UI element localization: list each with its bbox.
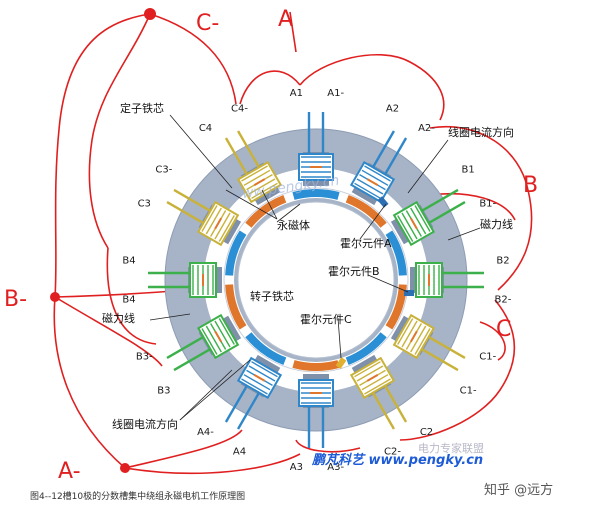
terminal-label: A4 [233, 447, 246, 458]
terminal-label: C3- [155, 164, 172, 175]
permanent-magnets [225, 189, 407, 371]
magnet-pole [245, 332, 287, 365]
magnet-pole [345, 195, 387, 228]
coil-lead [428, 201, 466, 225]
terminal-label: A4- [197, 427, 214, 438]
terminal-label: C2 [420, 427, 433, 438]
coil-lead [371, 130, 395, 168]
coil [392, 313, 435, 360]
label-hall-a: 霍尔元件A [340, 237, 392, 250]
coil-lead [384, 385, 408, 423]
coil-lead [421, 188, 459, 212]
coil-lead [173, 188, 211, 212]
terminal-label: B1- [479, 199, 496, 210]
hall-sensor-b [404, 290, 414, 296]
hand-label-a-minus: A- [58, 459, 81, 484]
coil-lead [237, 130, 261, 168]
magnet-pole [292, 360, 340, 371]
label-hall-c: 霍尔元件C [300, 313, 352, 326]
label-stator-core: 定子铁芯 [120, 101, 164, 115]
coil-lead [421, 348, 459, 372]
coil-lead [224, 385, 248, 423]
figure-caption: 图4--12槽10极的分数槽集中绕组永磁电机工作原理图 [30, 490, 245, 502]
magnet-pole [345, 332, 387, 365]
coil-lead [166, 335, 204, 359]
terminal-label: C2- [384, 447, 401, 458]
magnet-pole [385, 230, 407, 276]
coil [298, 379, 334, 407]
rotor [223, 187, 409, 373]
terminal-label: B3- [136, 351, 153, 362]
label-permanent-magnet: 永磁体 [277, 218, 310, 232]
coil [236, 356, 283, 399]
terminal-label: B4 [122, 255, 135, 266]
coil-lead [384, 137, 408, 175]
magnet-pole [225, 230, 247, 276]
label-coil-current-dir-bottom: 线圈电流方向 [112, 417, 178, 431]
magnet-pole [292, 189, 340, 200]
hand-label-a-top: A [278, 7, 293, 32]
coil [197, 200, 240, 247]
terminal-label: B3 [157, 386, 170, 397]
label-rotor-core: 转子铁芯 [250, 289, 294, 303]
hand-drawn-wiring [53, 11, 533, 475]
coil-lead [371, 392, 395, 430]
terminal-label: A1- [327, 88, 344, 99]
terminal-leads [148, 112, 484, 448]
coil-lead [173, 348, 211, 372]
hand-label-c-minus: C- [196, 11, 219, 36]
terminal-label: A2 [386, 103, 399, 114]
terminal-label: A3- [327, 462, 344, 473]
terminal-label: A3 [290, 462, 303, 473]
coil [298, 153, 334, 181]
hand-label-b-right: B [523, 173, 538, 198]
terminal-label: A1 [290, 88, 303, 99]
zhihu-watermark: 知乎 @远方 [484, 482, 553, 498]
label-magnetic-line-right: 磁力线 [480, 217, 513, 231]
alliance-watermark: 电力专家联盟 [418, 441, 484, 455]
terminal-label: C4 [199, 123, 212, 134]
terminal-label: C3 [138, 199, 151, 210]
coils [189, 153, 443, 407]
terminal-label: A2- [418, 123, 435, 134]
coil [197, 313, 240, 360]
brand-watermark: 鹏芃科艺 www.pengky.cn [311, 452, 483, 468]
hand-label-b-minus: B- [4, 287, 27, 312]
label-magnetic-line-left: 磁力线 [102, 311, 135, 325]
terminal-label: C1- [479, 351, 496, 362]
magnet-pole [385, 284, 407, 330]
terminal-label: B1 [461, 164, 474, 175]
coil [236, 161, 283, 204]
coil [392, 200, 435, 247]
coil-lead [166, 201, 204, 225]
terminal-label: B4 [122, 295, 135, 306]
hand-label-c-right: C [496, 317, 511, 342]
terminal-label: C1- [460, 386, 477, 397]
terminal-label: B2- [495, 295, 512, 306]
coil [349, 161, 396, 204]
coil-lead [224, 137, 248, 175]
coil [349, 356, 396, 399]
hall-sensor-c [335, 357, 347, 369]
terminal-label: B2 [496, 255, 509, 266]
hand-labels: A C- B B- C A- [4, 7, 538, 484]
magnet-pole [245, 195, 287, 228]
magnet-pole [225, 284, 247, 330]
coil [415, 262, 443, 298]
hand-drawn-dots [50, 8, 156, 473]
terminal-label: C4- [231, 103, 248, 114]
callout-labels: 定子铁芯 线圈电流方向 霍尔元件A 磁力线 永磁体 霍尔元件B 转子铁芯 磁力线… [102, 101, 514, 431]
coil-lead [428, 335, 466, 359]
coil [189, 262, 217, 298]
label-hall-b: 霍尔元件B [328, 265, 380, 278]
label-coil-current-dir-top: 线圈电流方向 [448, 125, 514, 139]
callout-leaders [149, 114, 481, 421]
coil-lead [237, 392, 261, 430]
